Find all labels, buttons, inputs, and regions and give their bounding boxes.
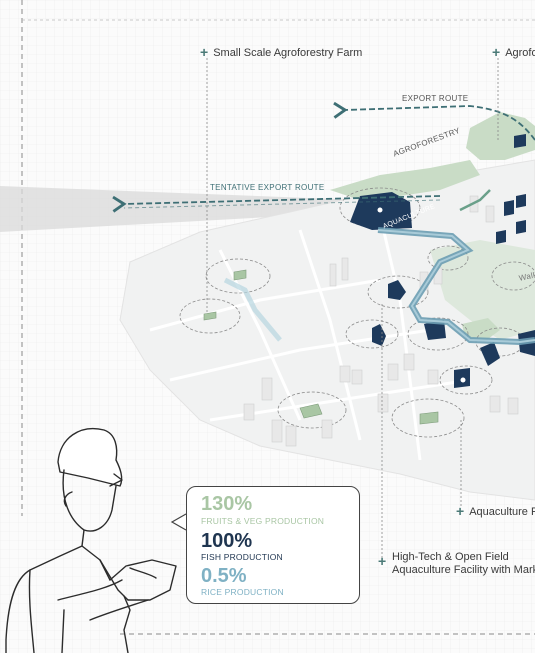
stat-fish-value: 100% bbox=[201, 530, 253, 552]
agroforestry-belt bbox=[330, 160, 480, 200]
facility-point bbox=[460, 377, 466, 383]
aquaculture-route-west bbox=[223, 277, 282, 342]
green-route bbox=[459, 189, 491, 212]
aquaculture-route-inner bbox=[377, 229, 535, 344]
route-label-tentative: TENTATIVE EXPORT ROUTE bbox=[210, 183, 325, 192]
farm-plots bbox=[203, 269, 439, 425]
stat-rice-value: 0.5% bbox=[201, 565, 247, 587]
stats-bubble-tail bbox=[170, 513, 187, 531]
callout-aquaculture-right: + Aquaculture F bbox=[456, 503, 535, 519]
plus-icon: + bbox=[378, 553, 387, 569]
callout-hightech-line1: High-Tech & Open Field bbox=[392, 551, 509, 563]
callout-hightech-line2: Aquaculture Facility with Mark bbox=[392, 564, 535, 576]
plus-icon: + bbox=[456, 503, 465, 519]
callout-leaders bbox=[206, 58, 499, 560]
tentative-route-line-2 bbox=[123, 199, 441, 209]
stat-fish-label: FISH PRODUCTION bbox=[201, 552, 283, 562]
callout-small-farm: + Small Scale Agroforestry Farm bbox=[200, 44, 362, 60]
park-patch bbox=[462, 318, 500, 342]
stat-fruits-label: FRUITS & VEG PRODUCTION bbox=[201, 516, 325, 526]
agroforestry-farm-right bbox=[466, 112, 535, 160]
production-stats-bubble: 130% FRUITS & VEG PRODUCTION 100% FISH P… bbox=[186, 486, 360, 604]
plus-icon: + bbox=[492, 44, 501, 60]
callout-agroforestry-right-text: Agrofo bbox=[505, 47, 535, 59]
aquaculture-point bbox=[377, 207, 383, 213]
catchment-circles bbox=[179, 187, 535, 438]
plus-icon: + bbox=[200, 44, 209, 60]
callout-aquaculture-right-text: Aquaculture F bbox=[469, 506, 535, 518]
farmer-illustration bbox=[5, 428, 177, 653]
callout-small-farm-text: Small Scale Agroforestry Farm bbox=[213, 47, 363, 59]
route-label-export: EXPORT ROUTE bbox=[402, 94, 469, 103]
export-beam bbox=[0, 186, 360, 232]
stat-fruits-value: 130% bbox=[201, 493, 253, 515]
export-route-line bbox=[333, 101, 535, 141]
walk-park bbox=[430, 240, 535, 340]
tentative-route-line bbox=[112, 195, 441, 213]
stat-rice-label: RICE PRODUCTION bbox=[201, 587, 284, 597]
callout-agroforestry-right: + Agrofo bbox=[492, 44, 535, 60]
